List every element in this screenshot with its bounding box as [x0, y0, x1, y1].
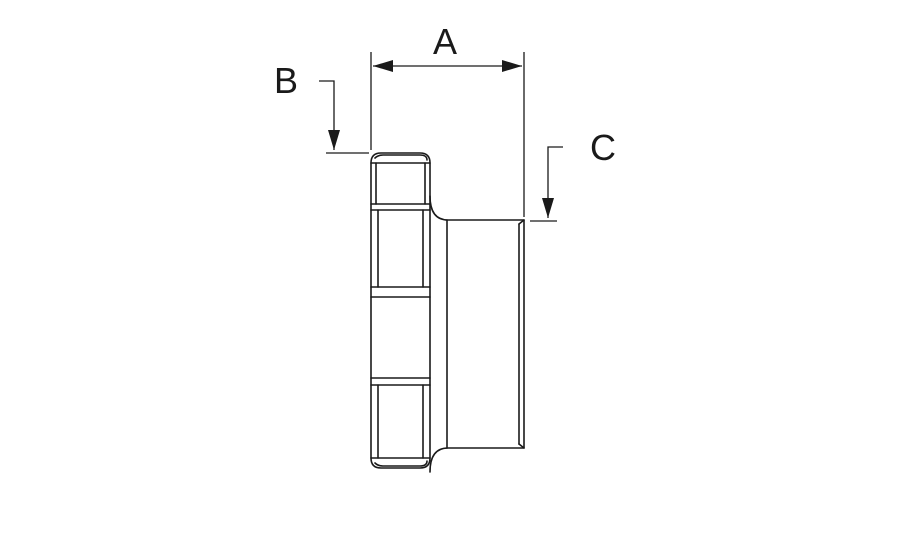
dimension-label-c: C — [590, 127, 616, 168]
shank-end-chamfer — [518, 443, 525, 449]
knob-cap-top — [374, 154, 428, 161]
knob-cap-bottom — [374, 460, 428, 467]
shank-outline — [429, 195, 525, 473]
dim-b-leader — [319, 80, 340, 150]
dim-c-leader — [542, 146, 563, 218]
dimension-label-b: B — [274, 60, 299, 101]
shank-end-chamfer — [518, 219, 525, 225]
dimension-label-a: A — [433, 21, 458, 62]
knob-head-outline — [370, 152, 431, 469]
